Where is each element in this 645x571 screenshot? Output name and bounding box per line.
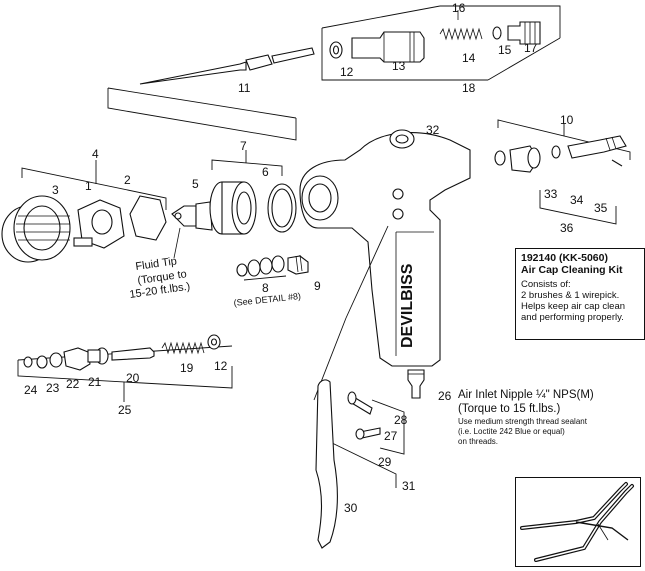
label-part-27: 27 [384, 429, 398, 443]
kit-body-line-3: Helps keep air cap clean [521, 301, 626, 312]
valve-part-33-body [509, 145, 541, 173]
washer-part-23 [36, 355, 48, 369]
nut-part-21 [63, 347, 109, 371]
kit-body-line-1: Consists of: [521, 279, 571, 290]
group-29-frame [371, 399, 405, 455]
label-part-32: 32 [426, 123, 440, 137]
spring-part-14 [439, 27, 483, 41]
label-part-36: 36 [560, 221, 574, 235]
air-inlet-note-1: Use medium strength thread sealant [458, 417, 588, 426]
kit-body-line-4: and performing properly. [521, 312, 624, 323]
kit-title-line-2: Air Cap Cleaning Kit [521, 264, 623, 276]
washer-part-12-top [329, 41, 343, 59]
group-18-frame [321, 5, 561, 81]
label-part-15: 15 [498, 43, 512, 57]
fluid-tip-callout: Fluid Tip (Torque to 15-20 ft.lbs.) [129, 227, 191, 301]
label-part-34: 34 [570, 193, 584, 207]
baffle-ring-part-2 [129, 195, 167, 241]
group-4-frame [21, 160, 167, 210]
label-part-24: 24 [24, 383, 38, 397]
adjusting-knob-part-17 [507, 21, 541, 45]
label-part-5: 5 [192, 177, 199, 191]
group-36-frame [539, 190, 617, 225]
seal-part-15 [492, 26, 502, 40]
valve-stem-part-10 [567, 135, 627, 159]
washer-part-24 [23, 356, 33, 368]
trigger-part-30 [315, 379, 339, 549]
seal-part-32 [389, 129, 415, 149]
air-inlet-callout: Air Inlet Nipple ¼" NPS(M) (Torque to 15… [458, 389, 594, 446]
gasket-part-6 [267, 183, 297, 233]
fluid-tip-line-1: Fluid Tip [135, 255, 178, 273]
packing-nut-part-13 [351, 31, 425, 63]
label-part-20: 20 [126, 371, 140, 385]
air-cap-part-1 [73, 199, 125, 249]
group-8-parts [236, 255, 287, 281]
label-part-7: 7 [240, 139, 247, 153]
trigger-stud-part-28 [347, 391, 373, 415]
label-part-29: 29 [378, 455, 392, 469]
label-part-26: 26 [438, 389, 452, 403]
group-10-frame [497, 119, 631, 160]
gun-brand-text: DEVILBISS [399, 263, 416, 348]
cleaning-kit-box: 192140 (KK-5060) Air Cap Cleaning Kit Co… [515, 248, 645, 340]
kit-title-line-1: 192140 (KK-5060) [521, 252, 608, 264]
pin-part-35 [611, 159, 623, 167]
label-part-11: 11 [238, 81, 251, 95]
label-part-33: 33 [544, 187, 558, 201]
label-part-30: 30 [344, 501, 358, 515]
label-part-23: 23 [46, 381, 60, 395]
retaining-ring-part-3 [1, 195, 71, 263]
label-part-12-left: 12 [214, 359, 228, 373]
fluid-needle-part-11 [139, 47, 315, 85]
brush-inset-box [515, 477, 641, 567]
label-part-3: 3 [52, 183, 59, 197]
seal-part-34 [551, 145, 561, 159]
air-inlet-note-2: (i.e. Loctite 242 Blue or equal) [458, 427, 565, 436]
kit-body-line-2: 2 brushes & 1 wirepick. [521, 290, 620, 301]
label-part-12-top: 12 [340, 65, 354, 79]
kit-body: Consists of: 2 brushes & 1 wirepick. Hel… [521, 279, 639, 323]
label-part-1: 1 [85, 179, 92, 193]
label-part-4: 4 [92, 147, 99, 161]
rod-part-20 [111, 347, 155, 361]
air-inlet-line-1: Air Inlet Nipple ¼" NPS(M) [458, 389, 594, 401]
label-part-22: 22 [66, 377, 80, 391]
washer-part-22 [49, 352, 63, 368]
label-part-8: 8 [262, 281, 269, 295]
wire-pick-brush-drawing [520, 482, 634, 562]
spray-gun-body [299, 132, 471, 367]
label-part-9: 9 [314, 279, 321, 293]
baffle-part-7 [209, 181, 257, 235]
label-part-2: 2 [124, 173, 131, 187]
label-part-28: 28 [394, 413, 408, 427]
see-detail-8-note: (See DETAIL #8) [233, 291, 301, 308]
label-part-13: 13 [392, 59, 406, 73]
fluid-tip-part-5 [171, 201, 213, 231]
spring-part-19 [161, 341, 205, 355]
air-inlet-nipple-part-26 [407, 369, 425, 399]
washer-part-12-left [207, 334, 221, 350]
washer-part-33 [494, 150, 506, 166]
group-7-frame [211, 150, 283, 176]
label-part-35: 35 [594, 201, 608, 215]
label-part-10: 10 [560, 113, 574, 127]
label-part-14: 14 [462, 51, 476, 65]
spring-part-9 [287, 254, 309, 275]
body-assembly-frame [107, 87, 297, 141]
air-inlet-line-2: (Torque to 15 ft.lbs.) [458, 403, 560, 415]
label-part-21: 21 [88, 375, 102, 389]
label-part-6: 6 [262, 165, 269, 179]
screw-part-27 [355, 427, 381, 440]
label-part-17: 17 [524, 41, 538, 55]
label-part-18: 18 [462, 81, 476, 95]
label-part-31: 31 [402, 479, 416, 493]
label-part-16: 16 [452, 1, 466, 15]
label-part-25: 25 [118, 403, 132, 417]
air-inlet-note-3: on threads. [458, 437, 498, 446]
label-part-19: 19 [180, 361, 194, 375]
